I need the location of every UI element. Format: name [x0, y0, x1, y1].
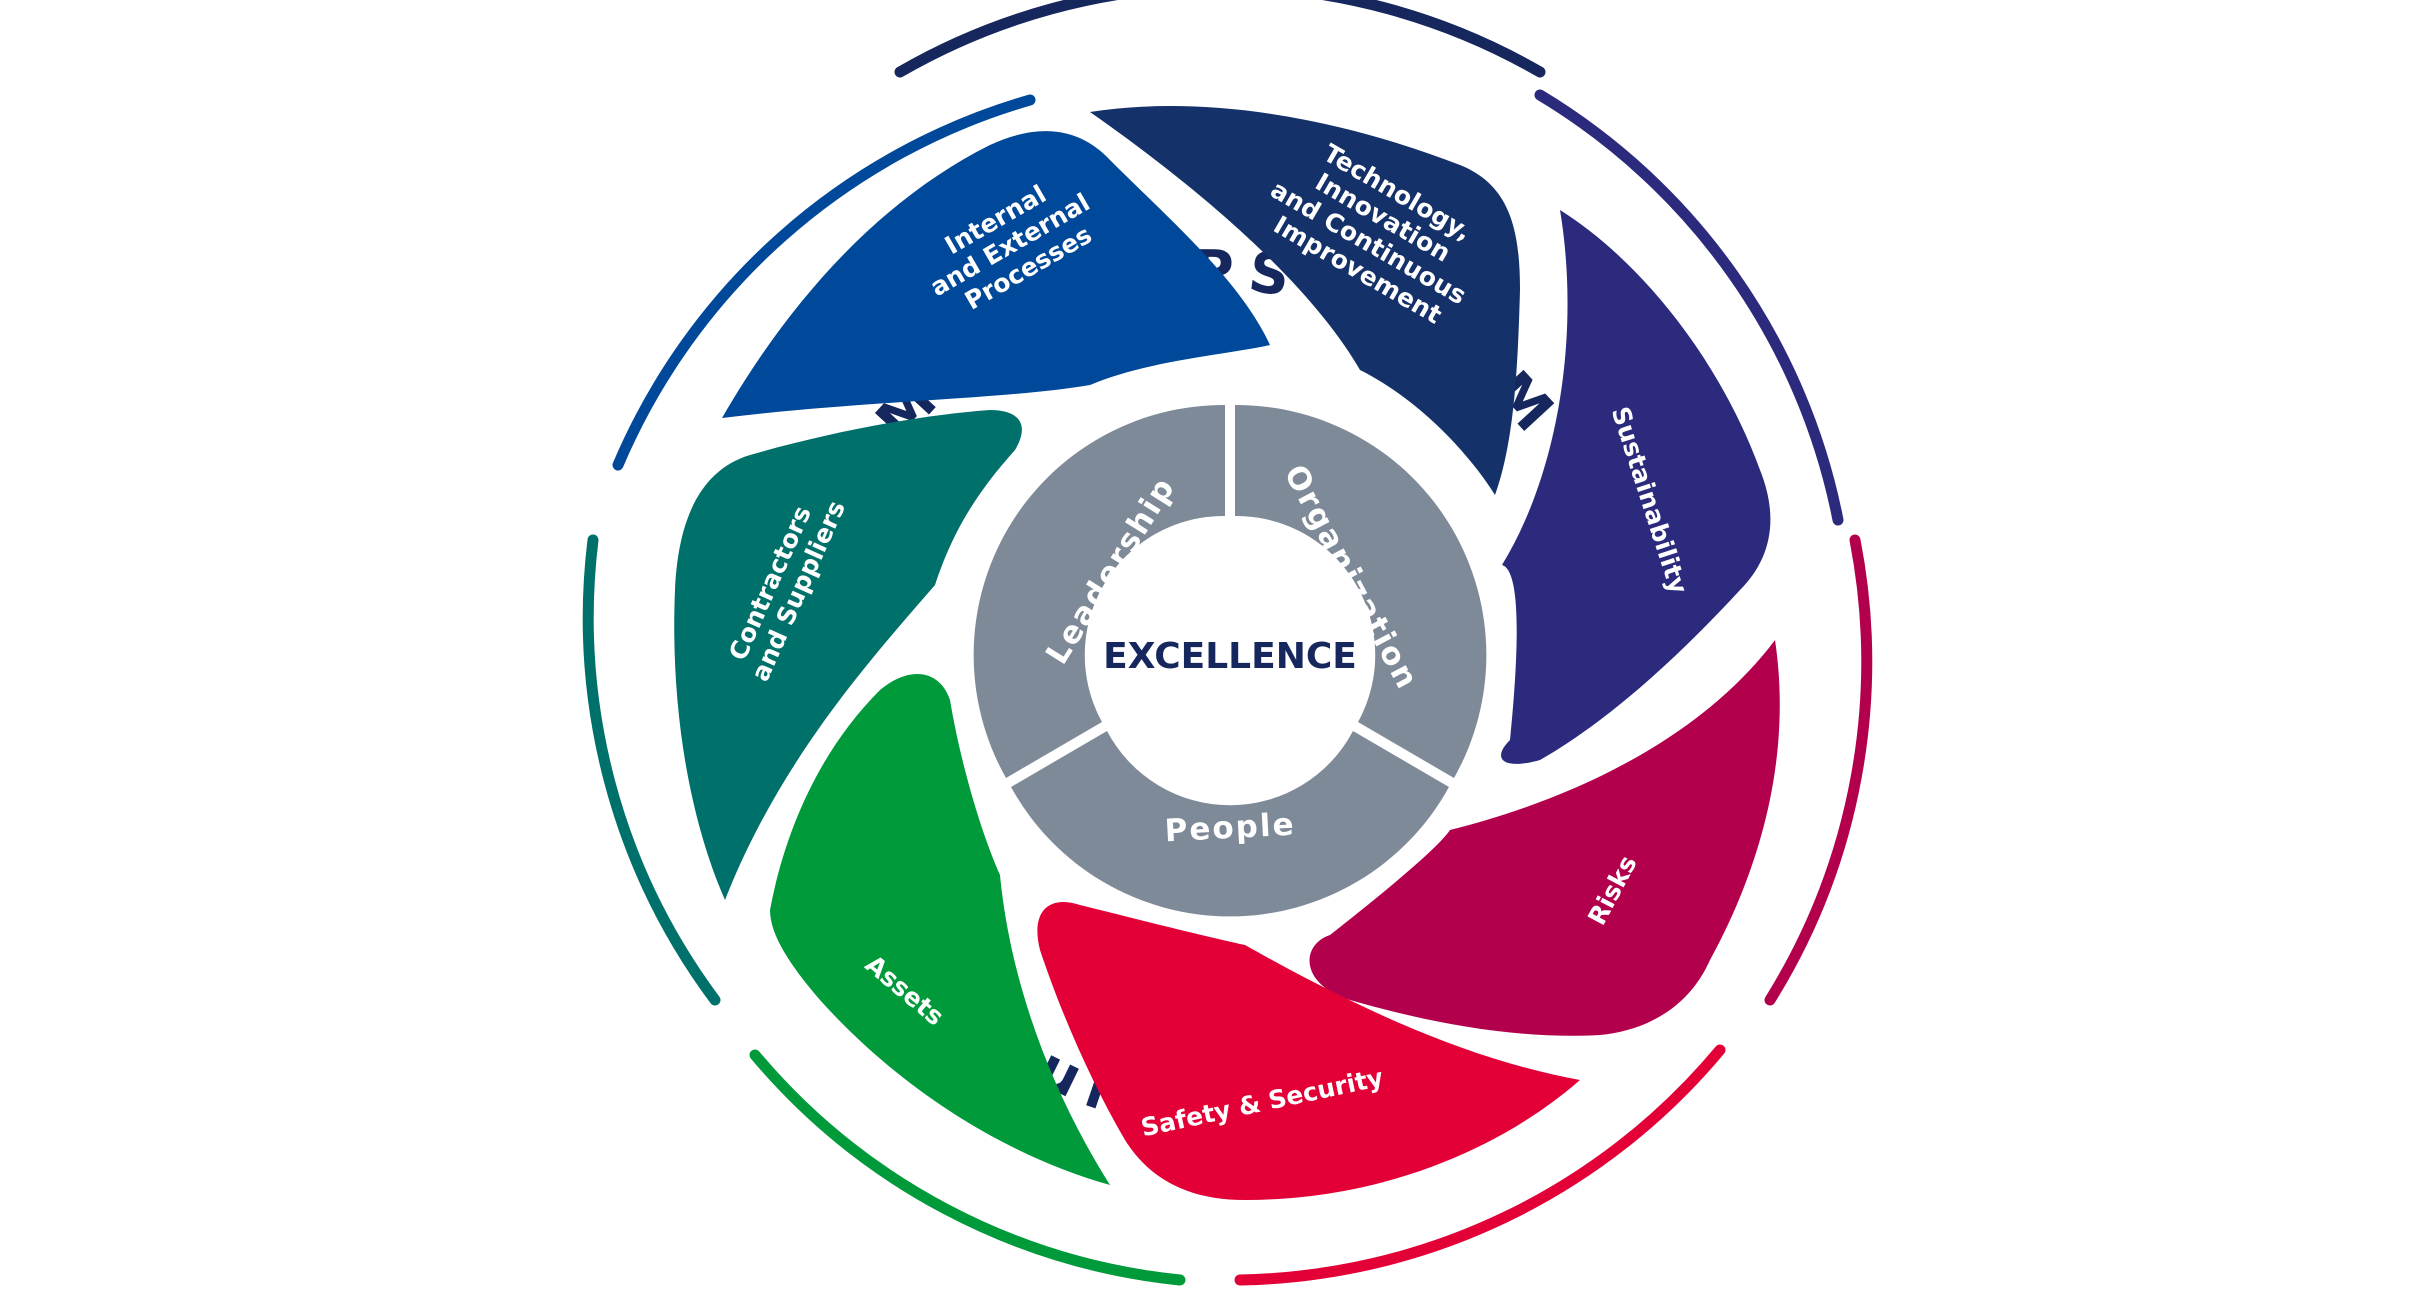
core-center-disc — [1092, 517, 1368, 793]
ring-arc-navy — [894, 0, 1546, 78]
ring-arc-green — [749, 1049, 1186, 1286]
core-segment-leadership — [973, 404, 1225, 778]
ring-arc-blue — [612, 94, 1036, 471]
center-label: EXCELLENCE — [1103, 636, 1357, 677]
ring-arc-indigo — [1534, 89, 1844, 526]
outer-ring — [582, 0, 1873, 1286]
petal-contractors-suppliers — [674, 410, 1022, 900]
petal-safety-security — [1037, 902, 1580, 1200]
petal-sustainability — [1501, 210, 1771, 764]
ring-arc-magenta — [1764, 534, 1873, 1006]
ring-arc-red — [1234, 1044, 1726, 1286]
ring-arc-teal — [582, 534, 721, 1006]
petal-group — [674, 106, 1780, 1200]
core-segment-people — [1011, 731, 1449, 917]
core-ring — [973, 404, 1487, 917]
petal-assets — [770, 673, 1110, 1185]
petal-internal-external-processes — [722, 131, 1270, 418]
segment-label-people: People — [1164, 807, 1297, 850]
petal-technology-innovation — [1090, 106, 1520, 495]
segment-label-text: People — [1164, 807, 1297, 850]
petal-risks — [1309, 640, 1780, 1036]
core-segment-organization — [1235, 404, 1487, 778]
